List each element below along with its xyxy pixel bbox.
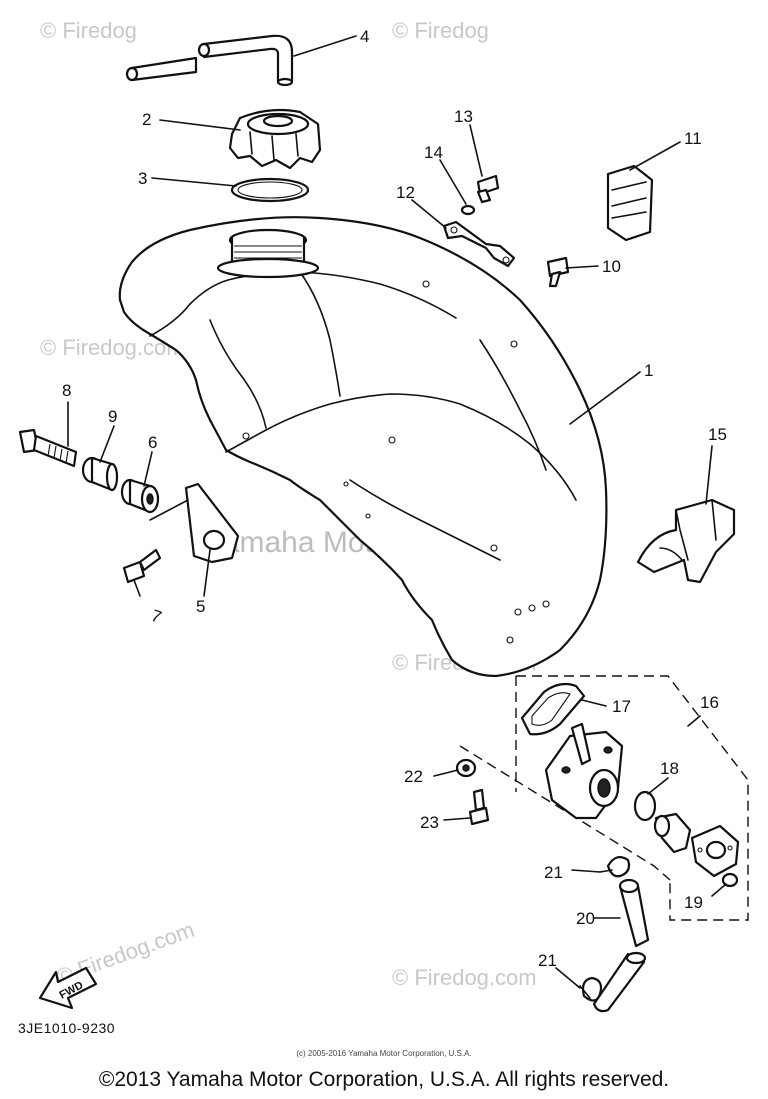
drain-washer [455,758,477,778]
callout-16: 16 [700,693,719,712]
watermark-firedog-6: © Firedog.com [392,965,537,990]
callout-8: 8 [62,381,71,400]
bracket-screw [476,174,500,204]
hose-clip-upper [599,855,631,878]
mount-plate [149,482,240,564]
o-ring [633,790,657,822]
tank-guard [636,498,736,584]
cap-gasket [230,177,310,203]
tank-bracket [442,220,516,268]
callout-22: 22 [404,767,423,786]
callout-6: 6 [148,433,157,452]
callout-20: 20 [576,909,595,928]
callout-18: 18 [660,759,679,778]
mount-collar [81,456,119,492]
fuel-cock-gasket [520,682,586,736]
callout-14: 14 [424,143,443,162]
bracket-washer [460,204,476,216]
fuel-hose [592,878,650,1013]
mount-damper [120,478,160,514]
callout-12: 12 [396,183,415,202]
callout-13: 13 [454,107,473,126]
tank-strap [606,164,654,242]
callout-21-lower: 21 [538,951,557,970]
callout-5: 5 [196,597,205,616]
fuel-cap [228,108,322,170]
small-copyright: (c) 2005-2016 Yamaha Motor Corporation, … [296,1049,472,1058]
plate-bolt [122,548,162,584]
fuel-tank [118,216,608,678]
fuel-cock-assembly-box [459,675,749,921]
fuel-cock-lever [653,812,692,854]
hose-clip-lower [579,976,603,1002]
vent-hose [125,34,294,87]
fuel-cock-plate [690,824,740,878]
plate-screw [721,872,739,888]
callout-19: 19 [684,893,703,912]
watermark-firedog-2: © Firedog [392,18,489,43]
callout-3: 3 [138,169,147,188]
callout-17: 17 [612,697,631,716]
diagram-code: 3JE1010-9230 [18,1020,116,1036]
tank-bolt-10 [546,256,570,288]
callout-21-upper: 21 [544,863,563,882]
callout-1: 1 [644,361,653,380]
mount-bolt [18,428,78,468]
callout-9: 9 [108,407,117,426]
callout-23: 23 [420,813,439,832]
watermark-firedog-1: © Firedog [40,18,137,43]
copyright-notice: ©2013 Yamaha Motor Corporation, U.S.A. A… [98,1068,670,1091]
drain-bolt [468,788,490,826]
callout-10: 10 [602,257,621,276]
callout-2: 2 [142,110,151,129]
callout-7: 7 [149,606,164,627]
callout-15: 15 [708,425,727,444]
callout-11: 11 [684,129,702,148]
callout-4: 4 [360,27,369,46]
fuel-cock-body [544,722,624,820]
leader-lines [67,35,727,989]
